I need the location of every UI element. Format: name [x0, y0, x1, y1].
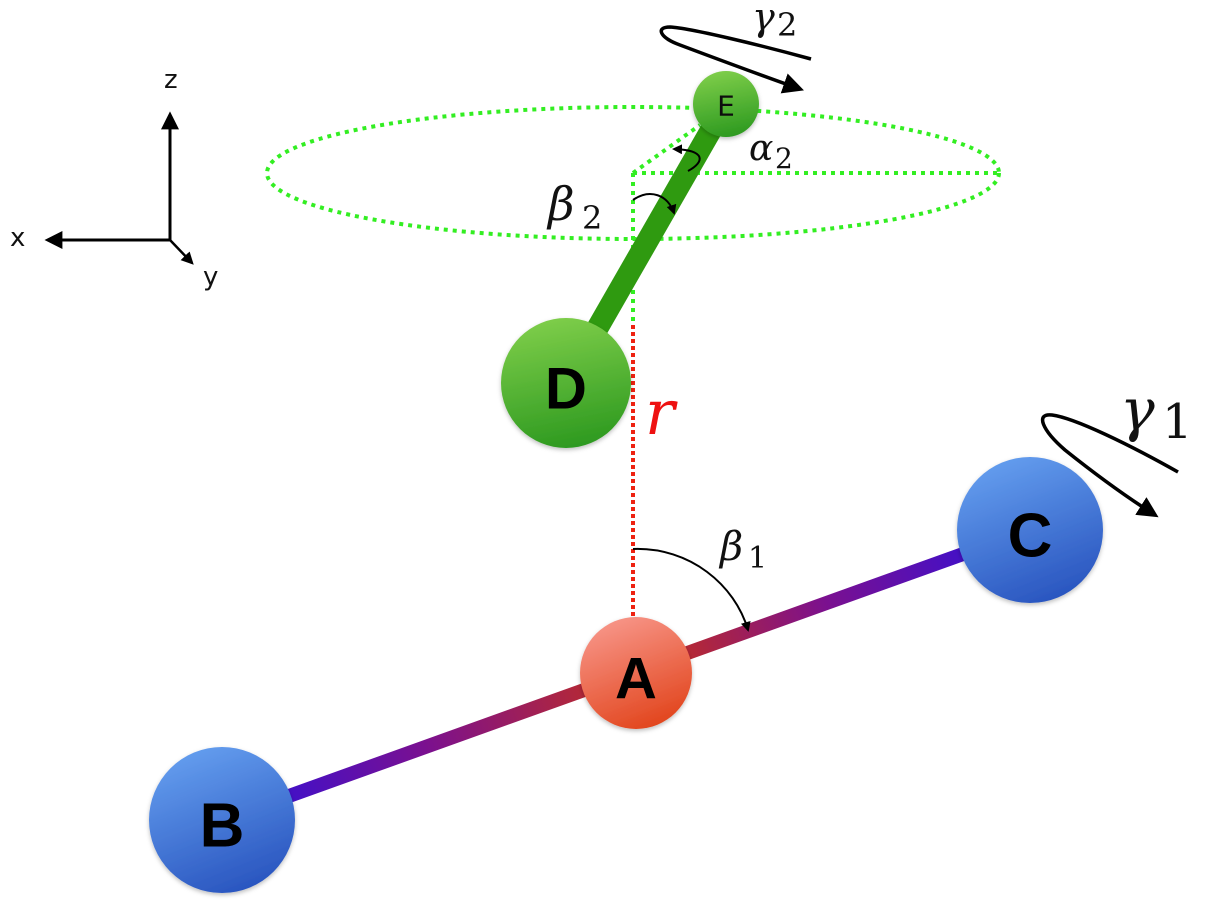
- rotation-plane-guide: [265, 105, 1001, 328]
- beta1-angle-arc: [632, 547, 751, 632]
- r-symbol: r: [645, 376, 678, 449]
- gamma2-annotation: γ 2: [752, 0, 797, 44]
- atom-e: E: [693, 71, 759, 137]
- coordinate-axes: z x y: [10, 65, 218, 292]
- atom-e-label: E: [717, 90, 735, 123]
- y-axis-arrow: [169, 239, 194, 265]
- atom-a-label: A: [615, 647, 657, 712]
- beta2-angle-arc: [632, 193, 677, 215]
- beta2-subscript: 2: [582, 199, 602, 237]
- r-annotation: r: [645, 376, 678, 449]
- x-axis-label: x: [10, 223, 25, 253]
- gamma1-annotation: γ 1: [1120, 376, 1193, 450]
- atom-c: C: [957, 457, 1103, 603]
- gamma1-subscript: 1: [1162, 394, 1193, 450]
- atom-d-label: D: [545, 357, 587, 422]
- alpha2-angle-arc: [672, 144, 701, 172]
- beta1-annotation: β 1: [718, 524, 767, 576]
- alpha2-symbol: α: [749, 128, 773, 169]
- y-axis-label: y: [203, 262, 218, 292]
- atom-b: B: [149, 747, 295, 893]
- alpha2-subscript: 2: [775, 142, 793, 175]
- gamma1-symbol: γ: [1120, 376, 1155, 444]
- gamma2-subscript: 2: [777, 6, 797, 44]
- atom-b-label: B: [200, 792, 245, 861]
- beta1-symbol: β: [718, 524, 743, 570]
- alpha2-annotation: α 2: [749, 128, 793, 175]
- beta1-subscript: 1: [748, 541, 767, 576]
- atom-a: A: [580, 617, 692, 729]
- gamma1-rotation-arrow: [1040, 413, 1179, 518]
- z-axis-label: z: [164, 65, 178, 95]
- atom-d: D: [501, 318, 631, 448]
- beta2-symbol: β: [546, 177, 575, 231]
- atom-c-label: C: [1008, 502, 1053, 571]
- beta2-annotation: β 2: [546, 177, 602, 237]
- gamma2-rotation-arrow: [659, 25, 812, 94]
- gamma2-symbol: γ: [752, 0, 775, 39]
